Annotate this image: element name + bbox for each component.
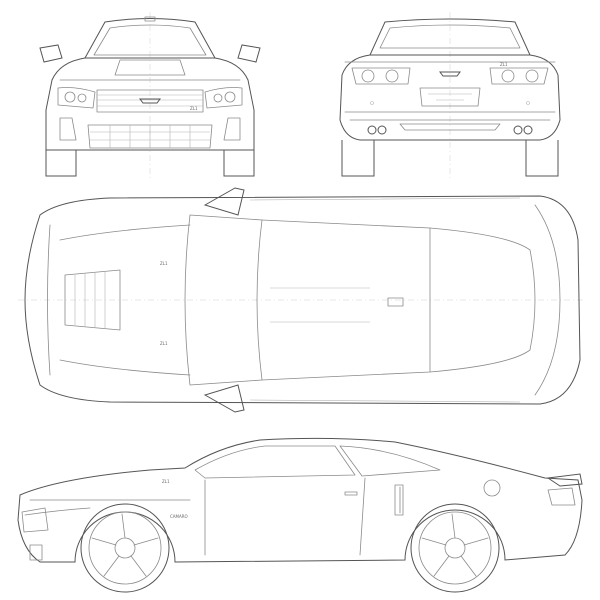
front-view: ZL1: [39, 12, 261, 180]
side-view: CAMARO ZL1: [17, 437, 583, 593]
top-view: ZL1 ZL1: [18, 187, 585, 413]
rear-wheel: [410, 503, 500, 593]
top-badge-right: ZL1: [160, 341, 168, 346]
front-badge: ZL1: [190, 106, 198, 111]
side-badge: CAMARO: [170, 514, 188, 519]
side-fender-badge: ZL1: [162, 479, 170, 484]
rear-view: ZL1: [339, 12, 561, 180]
front-wheel: [80, 503, 170, 593]
rear-badge: ZL1: [500, 62, 508, 67]
top-badge-left: ZL1: [160, 261, 168, 266]
